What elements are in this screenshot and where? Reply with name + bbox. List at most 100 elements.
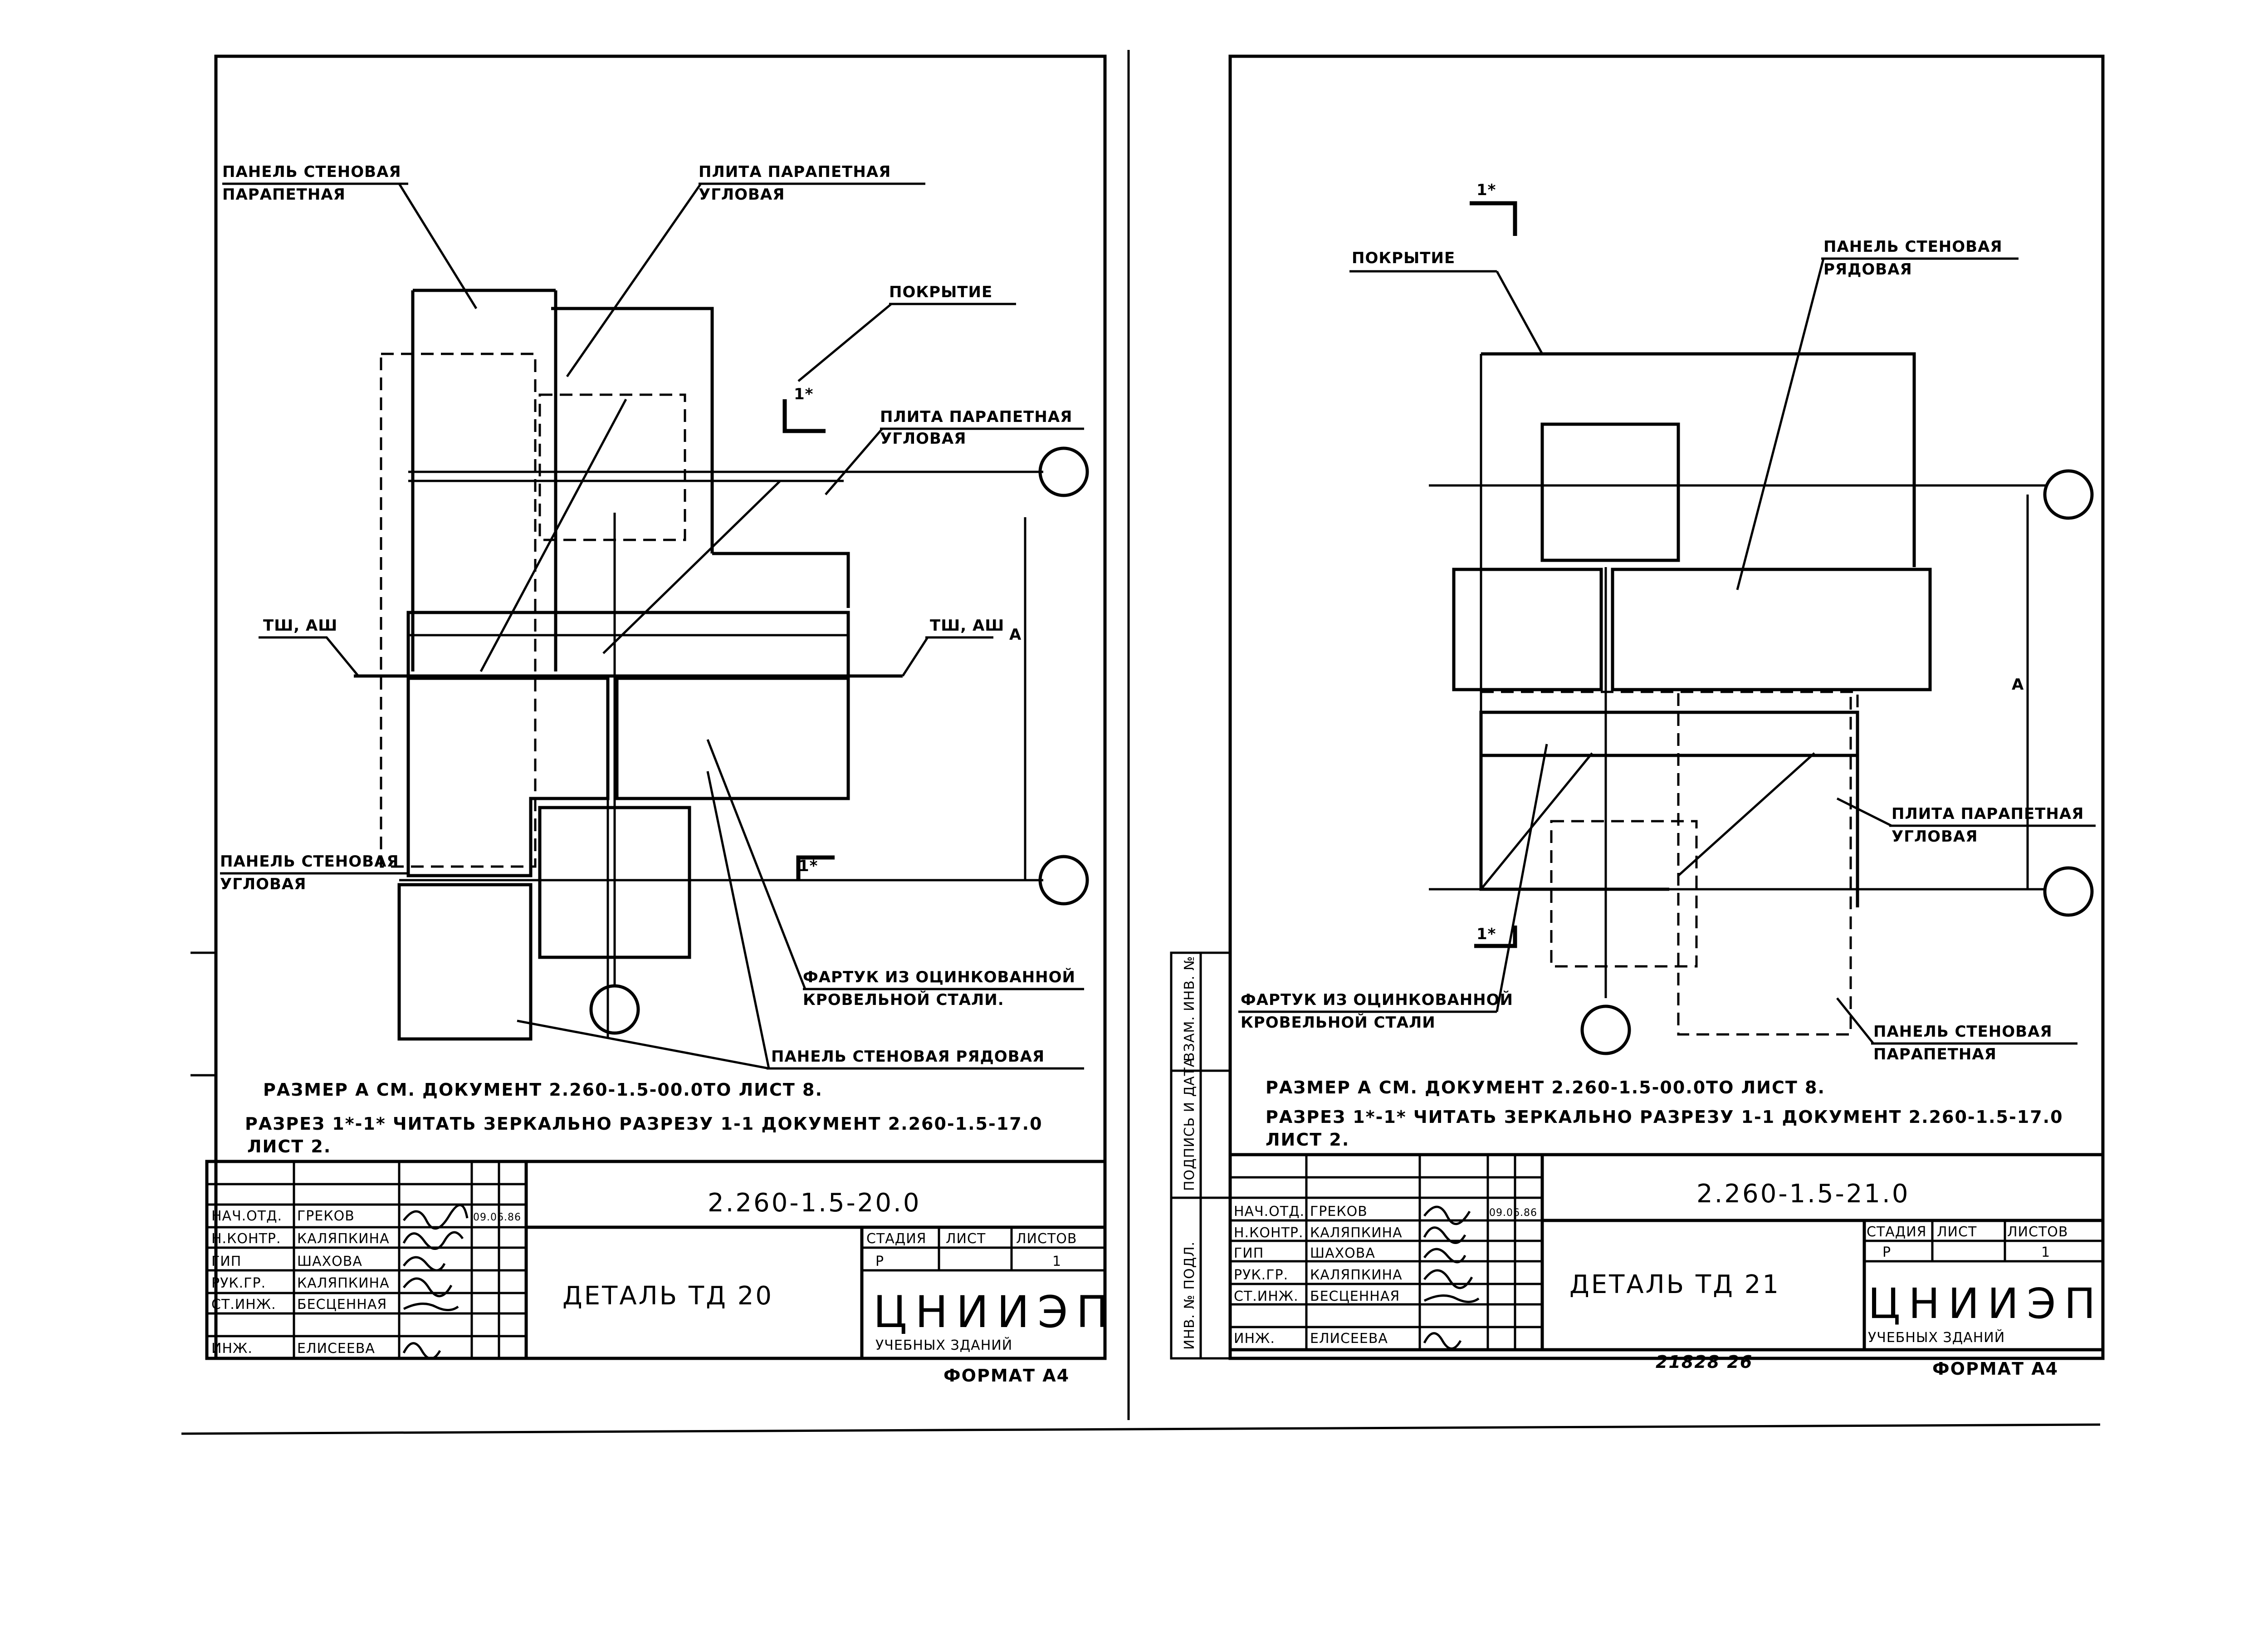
tb-role: ИНЖ.	[211, 1341, 253, 1357]
label-slab-corner: ПЛИТА ПАРАПЕТНАЯ УГЛОВАЯ	[1836, 797, 2096, 846]
label-text: ПАНЕЛЬ СТЕНОВАЯ	[220, 852, 399, 871]
label-text: УГЛОВАЯ	[1892, 828, 1978, 846]
note-line-1: РАЗМЕР А СМ. ДОКУМЕНТ 2.260-1.5-00.0ТО Л…	[1266, 1078, 1825, 1097]
leader	[222, 182, 478, 309]
tb-name: КАЛЯПКИНА	[297, 1231, 390, 1247]
axis-marker	[589, 984, 640, 1035]
leader	[517, 771, 1084, 1070]
label-panel-parapet: ПАНЕЛЬ СТЕНОВАЯ ПАРАПЕТНАЯ	[1836, 997, 2077, 1063]
panel-hidden	[1677, 688, 1852, 1036]
signature	[403, 1204, 469, 1230]
label-text: ПОКРЫТИЕ	[889, 283, 992, 301]
tb-role: НАЧ.ОТД.	[211, 1208, 282, 1224]
lower-outline	[1479, 755, 1859, 907]
signature	[1423, 1226, 1466, 1244]
label-tsh-right: ТШ, АШ	[901, 617, 1004, 677]
format-label: ФОРМАТ А4	[943, 1366, 1070, 1386]
section-mark-top	[782, 399, 826, 433]
label-text: ТШ, АШ	[930, 617, 1004, 635]
section-mark-bottom	[1474, 926, 1517, 948]
parapet-panel-hidden	[380, 353, 537, 868]
title-block-frame	[205, 1160, 1107, 1360]
section-label-bottom: 1*	[1476, 925, 1496, 943]
parapet-slab-hatched	[1540, 422, 1680, 562]
tb-date: 09.06.86	[473, 1212, 521, 1223]
label-tsh-left: ТШ, АШ	[259, 617, 359, 677]
tb-role: ИНЖ.	[1234, 1331, 1275, 1347]
tb-org-sub: УЧЕБНЫХ ЗДАНИЙ	[1868, 1329, 2005, 1346]
tb-name: КАЛЯПКИНА	[1310, 1225, 1403, 1241]
diagonal	[1677, 752, 1815, 877]
tb-stage-header: СТАДИЯ	[1867, 1224, 1927, 1240]
leader	[901, 636, 993, 677]
tb-stage-header: СТАДИЯ	[866, 1231, 927, 1247]
label-text: УГЛОВАЯ	[880, 430, 966, 448]
stamp-text: ПОДПИСЬ И ДАТА	[1182, 1058, 1198, 1191]
label-text: УГЛОВАЯ	[220, 875, 306, 893]
sheet-td21: ВЗАМ. ИНВ. № ПОДПИСЬ И ДАТА ИНВ. № ПОДЛ.…	[1170, 54, 2105, 1379]
tb-sheets: 1	[1052, 1254, 1061, 1269]
label-text: ПАНЕЛЬ СТЕНОВАЯ РЯДОВАЯ	[771, 1048, 1045, 1066]
roof-layer-hidden	[1480, 691, 1859, 714]
tb-role: Н.КОНТР.	[211, 1231, 281, 1247]
tb-date: 09.06.86	[1489, 1207, 1537, 1219]
dim-a-label: А	[1009, 626, 1022, 644]
tb-name: ШАХОВА	[1310, 1245, 1375, 1261]
leader	[1736, 257, 2019, 590]
cover-outline	[1481, 352, 1916, 567]
label-text: ПЛИТА ПАРАПЕТНАЯ	[699, 163, 891, 181]
stamp-text: ВЗАМ. ИНВ. №	[1182, 956, 1198, 1062]
label-text: ПОКРЫТИЕ	[1352, 249, 1455, 267]
note-line-3: ЛИСТ 2.	[247, 1137, 331, 1156]
signature	[403, 1303, 459, 1311]
tb-name: ГРЕКОВ	[297, 1208, 355, 1224]
tb-role: РУК.ГР.	[211, 1275, 266, 1291]
tb-sheets: 1	[2041, 1244, 2050, 1260]
label-text: ПЛИТА ПАРАПЕТНАЯ	[1892, 805, 2084, 823]
signature	[1423, 1294, 1480, 1303]
signature	[1423, 1269, 1473, 1289]
row-panel-hatched	[615, 676, 850, 800]
note-line-3: ЛИСТ 2.	[1266, 1130, 1349, 1150]
row-panel-hatched-left	[1452, 568, 1603, 691]
title-block-td20: НАЧ.ОТД. Н.КОНТР. ГИП РУК.ГР. СТ.ИНЖ. ИН…	[205, 1160, 1117, 1360]
label-text: ПАНЕЛЬ СТЕНОВАЯ	[222, 163, 401, 181]
tb-name: БЕСЦЕННАЯ	[1310, 1288, 1400, 1304]
side-stamp: ВЗАМ. ИНВ. № ПОДПИСЬ И ДАТА ИНВ. № ПОДЛ.	[1170, 951, 1232, 1360]
dim-a-label: А	[2012, 676, 2024, 694]
tb-stage: Р	[1882, 1244, 1891, 1260]
label-apron: ФАРТУК ИЗ ОЦИНКОВАННОЙ КРОВЕЛЬНОЙ СТАЛИ.	[706, 739, 1084, 1009]
tb-name: КАЛЯПКИНА	[297, 1275, 390, 1291]
tb-sheet-header: ЛИСТ	[946, 1231, 986, 1247]
leader	[825, 427, 1084, 495]
leader	[259, 636, 359, 677]
label-text: ПЛИТА ПАРАПЕТНАЯ	[880, 408, 1072, 426]
tb-sheet-header: ЛИСТ	[1937, 1224, 1977, 1240]
leader	[797, 303, 1016, 382]
axis-marker	[2043, 469, 2094, 520]
tb-title: ДЕТАЛЬ ТД 20	[562, 1281, 773, 1311]
label-apron: ФАРТУК ИЗ ОЦИНКОВАННОЙ КРОВЕЛЬНОЙ СТАЛИ	[1238, 744, 1548, 1032]
label-panel-parapet: ПАНЕЛЬ СТЕНОВАЯ ПАРАПЕТНАЯ	[222, 163, 478, 309]
lower-panel-hatched	[397, 883, 533, 1041]
tb-name: КАЛЯПКИНА	[1310, 1267, 1403, 1283]
title-block-frame	[1228, 1153, 2105, 1352]
label-cover: ПОКРЫТИЕ	[797, 283, 1016, 382]
signature	[403, 1277, 453, 1298]
tb-org: ЦНИИЭП	[873, 1287, 1117, 1337]
label-panel-row: ПАНЕЛЬ СТЕНОВАЯ РЯДОВАЯ	[517, 771, 1084, 1070]
axis-marker	[1038, 855, 1089, 906]
label-text: ПАРАПЕТНАЯ	[222, 186, 346, 204]
label-slab-corner-right: ПЛИТА ПАРАПЕТНАЯ УГЛОВАЯ	[825, 408, 1084, 495]
section-label-top: 1*	[1476, 181, 1496, 199]
leader	[706, 739, 1084, 990]
tb-role: НАЧ.ОТД.	[1234, 1204, 1305, 1220]
label-panel-row: ПАНЕЛЬ СТЕНОВАЯ РЯДОВАЯ	[1736, 238, 2019, 590]
leader	[1836, 997, 2077, 1045]
signature	[1423, 1248, 1466, 1264]
signature	[1423, 1205, 1471, 1225]
slab-hidden	[538, 393, 686, 541]
label-cover: ПОКРЫТИЕ	[1349, 249, 1544, 355]
label-text: ФАРТУК ИЗ ОЦИНКОВАННОЙ	[803, 968, 1075, 986]
